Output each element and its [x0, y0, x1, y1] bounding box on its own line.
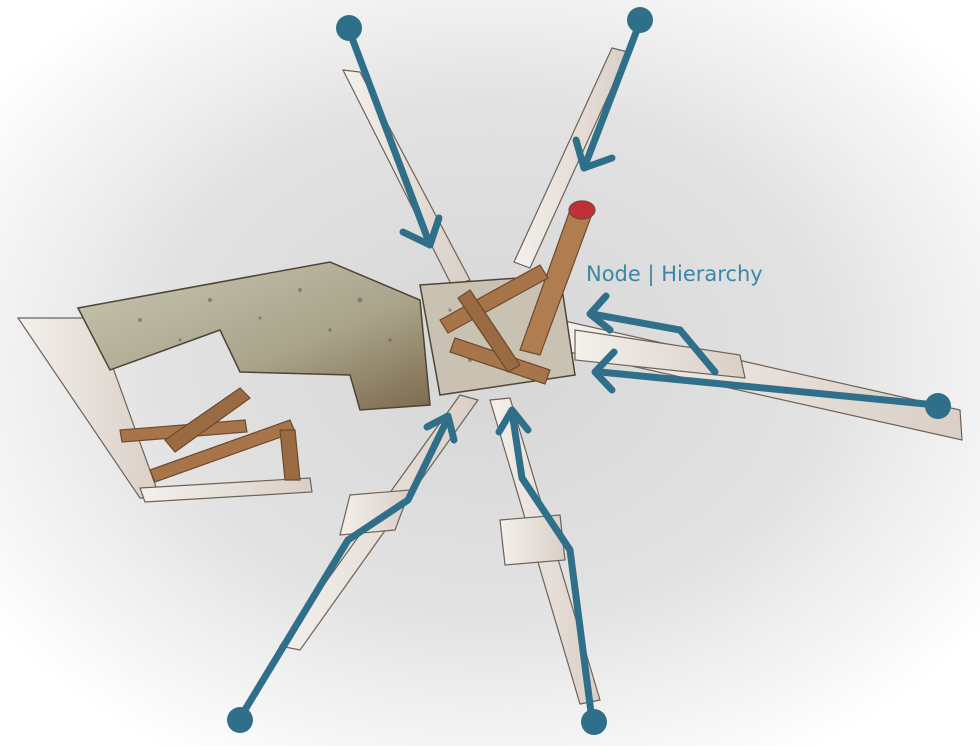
- callout-bottom-left-dot: [227, 707, 253, 733]
- callout-top-left-dot: [336, 15, 362, 41]
- callout-top-right-dot: [627, 7, 653, 33]
- rod-tip: [569, 201, 595, 219]
- node-hierarchy-label: Node | Hierarchy: [586, 262, 763, 286]
- callout-right-dot: [925, 393, 951, 419]
- callout-bottom-right-dot: [581, 709, 607, 735]
